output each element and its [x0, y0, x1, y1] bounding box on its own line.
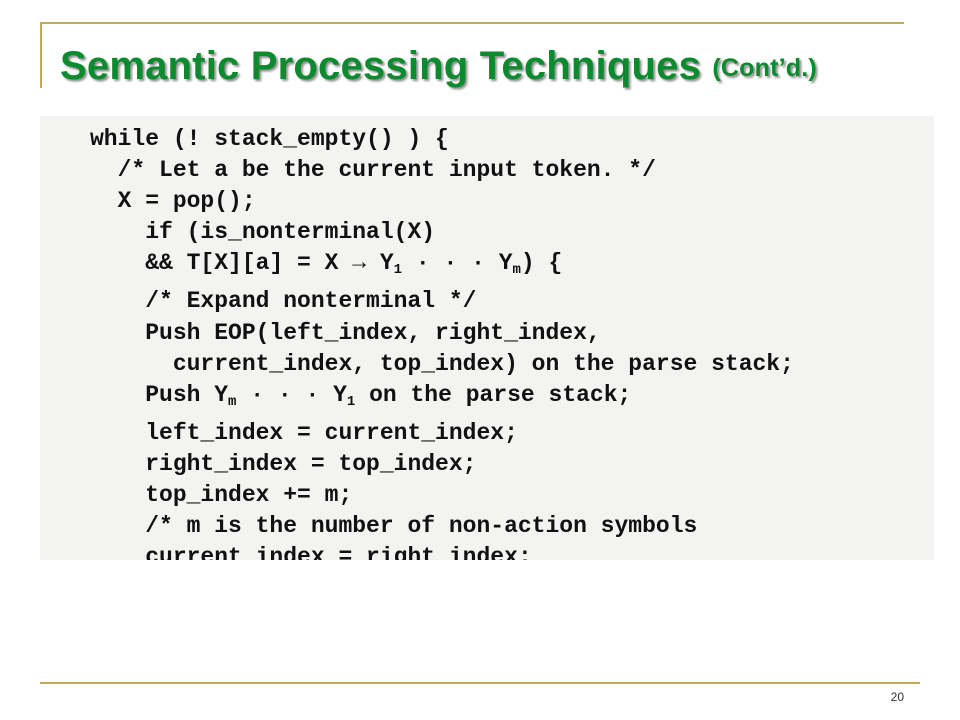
left-rule	[40, 22, 42, 88]
code-line: if (is_nonterminal(X)	[90, 219, 436, 246]
code-line: /* Expand nonterminal */	[90, 288, 477, 315]
code-line: Push EOP(left_index, right_index,	[90, 319, 601, 346]
code-line: top_index += m;	[90, 482, 353, 509]
code-line: current_index = right_index;	[90, 544, 532, 560]
code-line: right_index = top_index;	[90, 450, 477, 477]
title-main: Semantic Processing Techniques	[60, 44, 702, 88]
code-line: X = pop();	[90, 188, 256, 215]
page-number: 20	[890, 690, 904, 704]
code-line: while (! stack_empty() ) {	[90, 126, 449, 152]
code-line: left_index = current_index;	[90, 419, 518, 446]
code-line: && T[X][a] = X → Y1 · · · Ym) {	[90, 250, 563, 279]
title-suffix: (Cont’d.)	[712, 54, 817, 82]
code-line: /* Let a be the current input token. */	[90, 157, 656, 184]
code-listing: while (! stack_empty() ) { /* Let a be t…	[90, 124, 794, 560]
code-line: /* m is the number of non-action symbols	[90, 513, 698, 540]
footer-rule	[40, 682, 920, 684]
code-line: current_index, top_index) on the parse s…	[90, 350, 794, 377]
scanned-code-image: while (! stack_empty() ) { /* Let a be t…	[40, 116, 934, 560]
top-rule	[40, 22, 904, 24]
slide-title: Semantic Processing Techniques (Cont’d.)	[60, 44, 817, 89]
code-line: Push Ym · · · Y1 on the parse stack;	[90, 381, 632, 410]
